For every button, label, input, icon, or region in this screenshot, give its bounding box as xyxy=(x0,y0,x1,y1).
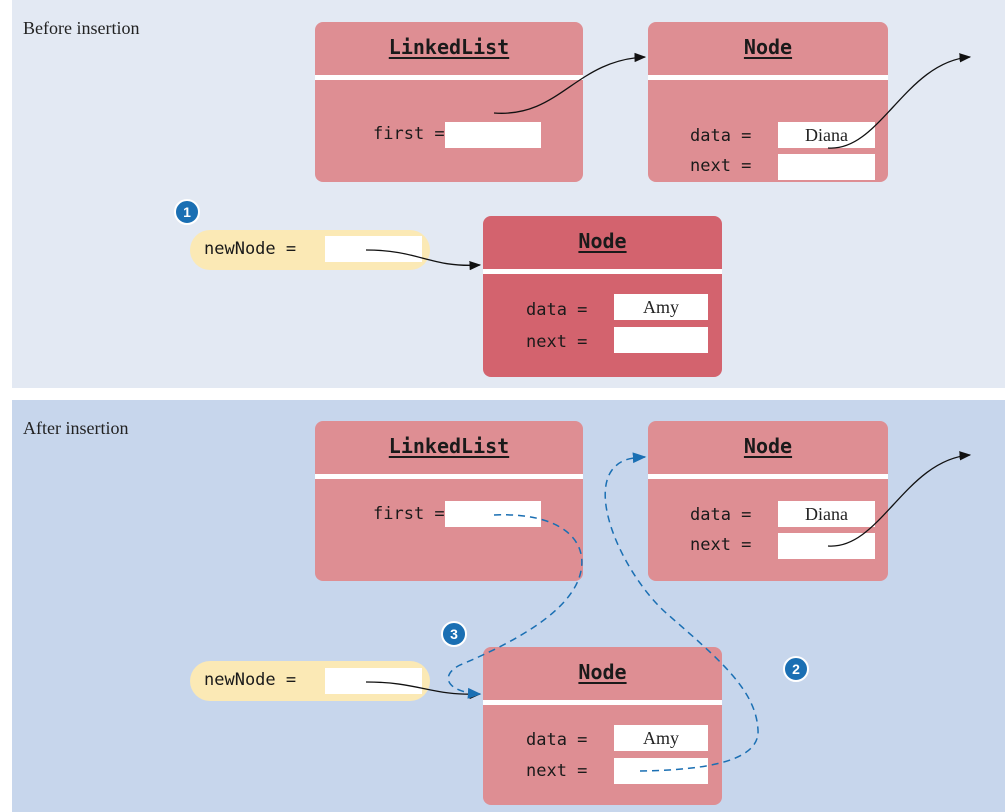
linkedlist-title: LinkedList xyxy=(388,434,510,458)
node-diana-box-before: Node data = Diana next = xyxy=(648,22,888,182)
data-field-value: Amy xyxy=(614,725,708,751)
data-field-label: data = xyxy=(690,126,752,146)
node-amy-box-after: Node data = Amy next = xyxy=(483,647,722,805)
after-insertion-caption: After insertion xyxy=(23,418,129,438)
linkedlist-box-after: LinkedList first = xyxy=(315,421,583,581)
data-field-value: Diana xyxy=(778,122,875,148)
node-title: Node xyxy=(578,660,627,684)
linkedlist-box-before: LinkedList first = xyxy=(315,22,583,182)
first-field-label: first = xyxy=(373,504,445,524)
before-insertion-caption: Before insertion xyxy=(23,18,140,38)
node-title: Node xyxy=(743,35,793,59)
newnode-variable-label: newNode = xyxy=(204,239,297,259)
data-field-value: Amy xyxy=(614,294,708,320)
node-title: Node xyxy=(743,434,793,458)
box-separator xyxy=(648,474,888,479)
data-field-value: Diana xyxy=(778,501,875,527)
box-separator xyxy=(648,75,888,80)
node-title: Node xyxy=(578,229,627,253)
step-3-badge: 3 xyxy=(441,621,467,647)
newnode-variable-value xyxy=(325,236,422,262)
next-field-label: next = xyxy=(690,156,752,176)
box-separator xyxy=(315,474,583,479)
next-field-label: next = xyxy=(526,761,588,781)
data-field-label: data = xyxy=(690,505,752,525)
first-field-value xyxy=(445,122,541,148)
data-field-label: data = xyxy=(526,300,588,320)
next-field-value xyxy=(614,758,708,784)
box-separator xyxy=(483,269,722,274)
first-field-value xyxy=(445,501,541,527)
next-field-label: next = xyxy=(690,535,752,555)
newnode-variable-label: newNode = xyxy=(204,670,297,690)
step-2-badge: 2 xyxy=(783,656,809,682)
data-field-label: data = xyxy=(526,730,588,750)
step-1-badge: 1 xyxy=(174,199,200,225)
first-field-label: first = xyxy=(373,124,445,144)
box-separator xyxy=(315,75,583,80)
newnode-variable-value xyxy=(325,668,422,694)
node-diana-box-after: Node data = Diana next = xyxy=(648,421,888,581)
next-field-label: next = xyxy=(526,332,588,352)
linkedlist-title: LinkedList xyxy=(388,35,510,59)
box-separator xyxy=(483,700,722,705)
node-amy-box-before: Node data = Amy next = xyxy=(483,216,722,377)
next-field-value xyxy=(614,327,708,353)
next-field-value xyxy=(778,533,875,559)
next-field-value xyxy=(778,154,875,180)
